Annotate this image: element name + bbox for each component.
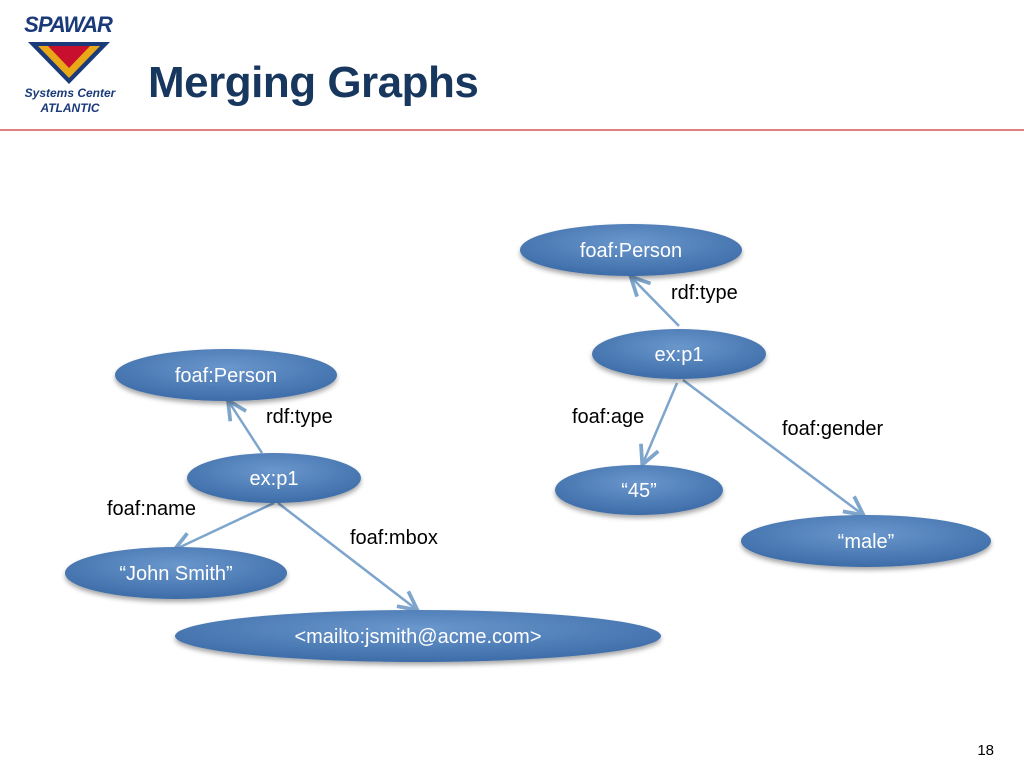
- logo-chevron-icon: [28, 42, 110, 84]
- logo-line-systems-center: Systems Center: [24, 86, 116, 100]
- right-node-foaf-person-label: foaf:Person: [580, 240, 682, 262]
- spawar-logo: SPAWAR Systems Center ATLANTIC: [12, 12, 128, 118]
- left-node-mailto-label: <mailto:jsmith@acme.com>: [294, 626, 541, 648]
- right-edge-foaf-gender-label: foaf:gender: [782, 418, 884, 440]
- right-edge-foaf-age: [643, 382, 679, 463]
- right-node-male: “male”: [741, 515, 991, 567]
- left-graph-edges: [176, 402, 416, 609]
- left-node-john-smith: “John Smith”: [65, 547, 287, 599]
- left-node-ex-p1: ex:p1: [187, 453, 361, 503]
- right-node-ex-p1-label: ex:p1: [655, 344, 704, 366]
- page-number: 18: [977, 742, 994, 759]
- logo-wordmark: SPAWAR: [24, 12, 113, 37]
- right-graph-nodes: foaf:Person ex:p1 “45” “male”: [520, 224, 991, 567]
- right-node-ex-p1: ex:p1: [592, 329, 766, 379]
- right-edge-rdf-type: [632, 278, 680, 327]
- title-divider: [0, 129, 1024, 131]
- left-graph-nodes: foaf:Person ex:p1 “John Smith” <mailto:j…: [65, 349, 661, 662]
- right-edge-rdf-type-label: rdf:type: [671, 282, 738, 304]
- left-edge-foaf-mbox: [277, 502, 416, 609]
- right-node-foaf-person: foaf:Person: [520, 224, 742, 276]
- right-edge-foaf-gender: [682, 378, 862, 514]
- right-node-45: “45”: [555, 465, 723, 515]
- right-node-45-label: “45”: [621, 480, 657, 502]
- left-node-foaf-person-label: foaf:Person: [175, 365, 277, 387]
- left-node-foaf-person: foaf:Person: [115, 349, 337, 401]
- left-edge-foaf-name-label: foaf:name: [107, 498, 196, 520]
- left-node-mailto: <mailto:jsmith@acme.com>: [175, 610, 661, 662]
- slide-title: Merging Graphs: [148, 58, 479, 107]
- left-edge-rdf-type-label: rdf:type: [266, 406, 333, 428]
- left-edge-rdf-type: [229, 402, 264, 454]
- right-graph-edges: [632, 278, 862, 514]
- right-edge-foaf-age-label: foaf:age: [572, 406, 644, 428]
- left-node-ex-p1-label: ex:p1: [250, 468, 299, 490]
- left-edge-foaf-mbox-label: foaf:mbox: [350, 527, 438, 549]
- left-node-john-smith-label: “John Smith”: [119, 563, 232, 585]
- logo-line-atlantic: ATLANTIC: [40, 101, 100, 115]
- right-node-male-label: “male”: [838, 531, 895, 553]
- left-edge-foaf-name: [176, 501, 275, 549]
